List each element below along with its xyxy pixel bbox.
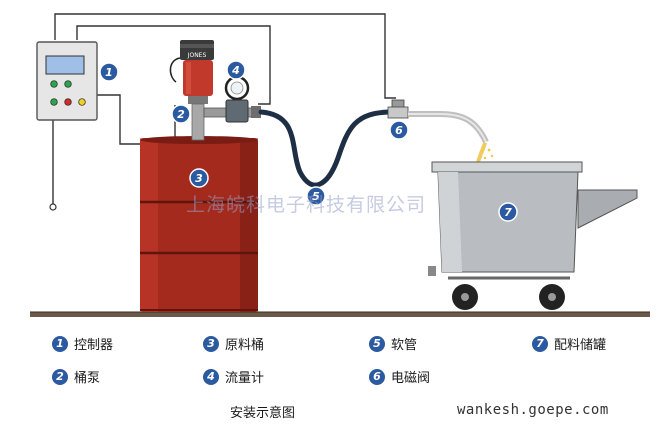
svg-text:7: 7: [504, 206, 512, 219]
liquid-stream: [476, 143, 494, 162]
pump-brand-label: JONES: [187, 52, 207, 59]
marker-5: 5: [306, 186, 326, 206]
controller-button-red: [64, 98, 72, 106]
legend-item-controller: 1 控制器: [52, 334, 113, 353]
legend-label: 控制器: [74, 338, 114, 353]
legend-number: 7: [532, 335, 548, 352]
barrel-pump: JONES: [169, 40, 214, 141]
marker-3: 3: [189, 168, 209, 188]
legend-item-mixing-tank: 7 配料储罐: [532, 334, 606, 353]
marker-7: 7: [498, 202, 518, 222]
legend-item-flow-meter: 4 流量计: [203, 367, 264, 386]
floor: [30, 312, 650, 317]
svg-text:3: 3: [195, 172, 203, 185]
flow-meter: [203, 75, 261, 123]
solenoid-valve: [387, 99, 489, 144]
legend-number: 5: [369, 335, 385, 352]
hose: [258, 109, 395, 188]
legend-label: 桶泵: [74, 371, 101, 386]
legend-item-hose: 5 软管: [369, 334, 417, 353]
legend-number: 3: [203, 335, 219, 352]
control-wiring: [52, 13, 396, 205]
legend-item-raw-material-barrel: 3 原料桶: [203, 334, 264, 353]
marker-6: 6: [389, 120, 409, 140]
marker-4: 4: [226, 60, 246, 80]
svg-text:6: 6: [395, 124, 403, 137]
controller-screen: [45, 55, 85, 75]
svg-text:4: 4: [231, 64, 240, 77]
outlet-pipe: [408, 111, 489, 144]
marker-1: 1: [99, 62, 119, 82]
legend-item-barrel-pump: 2 桶泵: [52, 367, 100, 386]
svg-text:1: 1: [105, 66, 113, 79]
mixing-tank: [428, 161, 638, 310]
legend-item-solenoid-valve: 6 电磁阀: [369, 367, 430, 386]
legend-label: 原料桶: [225, 338, 265, 353]
diagram-caption: 安装示意图: [230, 406, 296, 421]
svg-text:2: 2: [177, 108, 185, 121]
controller-button-yellow: [78, 98, 86, 106]
legend-label: 配料储罐: [554, 338, 607, 353]
legend-label: 电磁阀: [391, 371, 431, 386]
legend-number: 6: [369, 368, 385, 385]
legend-number: 2: [52, 368, 68, 385]
watermark-text: 上海皖科电子科技有限公司: [186, 194, 427, 216]
controller: [36, 41, 98, 121]
website-url: wankesh.goepe.com: [457, 402, 609, 418]
svg-text:5: 5: [312, 190, 320, 203]
legend-label: 软管: [391, 338, 418, 353]
legend-number: 4: [203, 368, 219, 385]
legend-number: 1: [52, 335, 68, 352]
raw-material-barrel: [140, 136, 258, 312]
controller-button-green: [50, 80, 58, 88]
legend-label: 流量计: [225, 371, 265, 386]
ground-terminal: [49, 203, 57, 211]
marker-2: 2: [171, 104, 191, 124]
